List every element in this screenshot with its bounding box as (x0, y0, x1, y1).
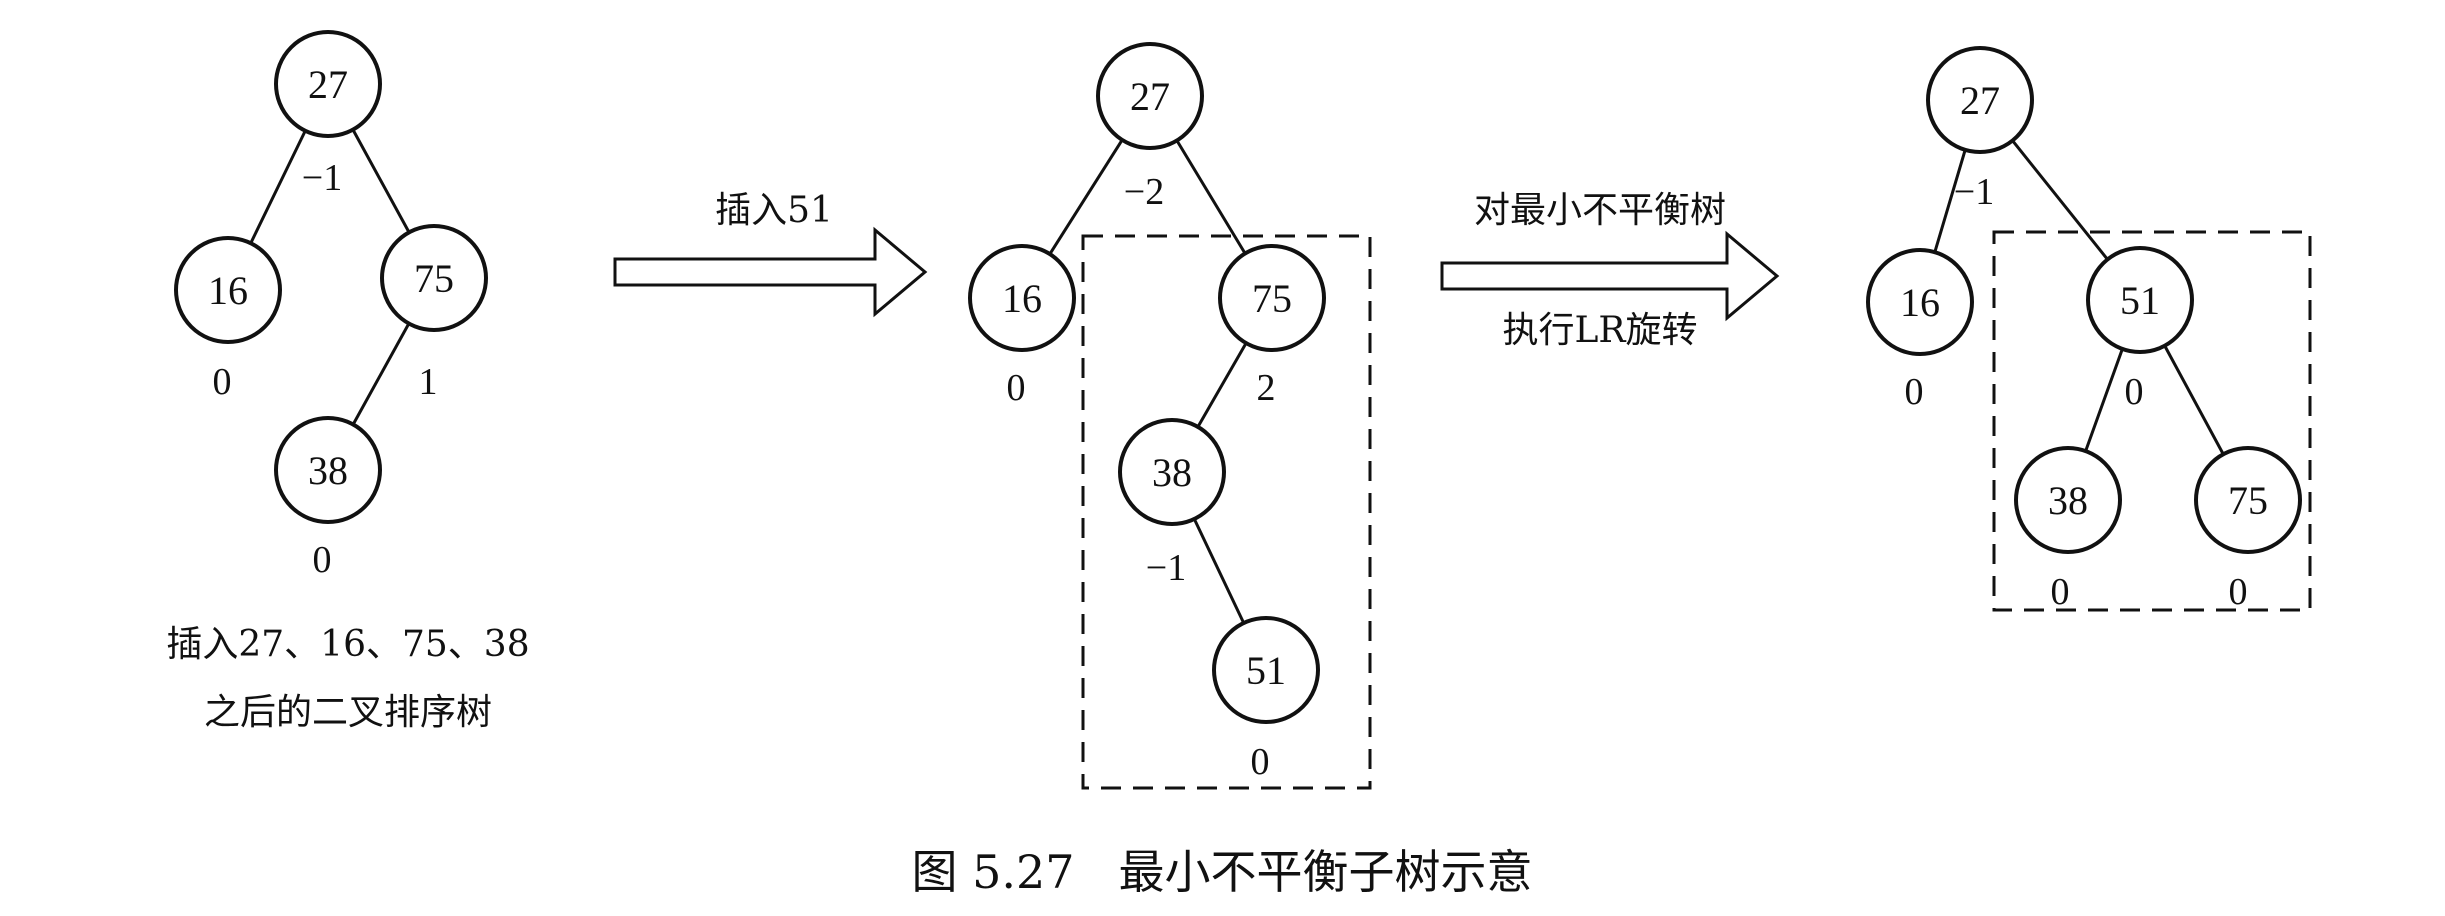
arrow-insert-label-line-1: 插入51 (715, 190, 833, 231)
tree-before-balance-factor-27: −1 (302, 157, 342, 199)
node-circle (174, 236, 282, 344)
tree-before-edge-n75-n38 (351, 322, 411, 426)
tree-inserted-min-unbalanced-subtree-box (1081, 234, 1372, 790)
tree-rotated-balance-factor-75: 0 (2229, 571, 2248, 613)
tree-before-node-38: 38 (274, 416, 382, 524)
tree-before-balance-factor-75: 1 (419, 361, 438, 403)
tree-before-balance-factor-16: 0 (213, 361, 232, 403)
node-key-label: 75 (1252, 276, 1292, 321)
node-circle (1212, 616, 1320, 724)
tree-rotated-edge-n51-n75 (2163, 345, 2225, 455)
tree-before-caption-line-2: 之后的二叉排序树 (204, 692, 492, 733)
tree-inserted-edge-n27-n16 (1048, 139, 1124, 255)
node-circle (2014, 446, 2122, 554)
node-key-label: 27 (1130, 74, 1170, 119)
node-key-label: 16 (1900, 280, 1940, 325)
tree-rotated-balance-factor-27: −1 (1954, 171, 1994, 213)
tree-inserted-edge-n75-n38 (1196, 342, 1248, 428)
figure-caption: 图 5.27 最小不平衡子树示意 (912, 845, 1533, 899)
tree-rotated-node-27: 27 (1926, 46, 2034, 154)
tree-inserted-balance-factor-38: −1 (1146, 547, 1186, 589)
node-circle (274, 30, 382, 138)
tree-before-node-27: 27 (274, 30, 382, 138)
node-key-label: 38 (1152, 450, 1192, 495)
tree-before-node-75: 75 (380, 224, 488, 332)
tree-rotated-edge-n27-n16 (1933, 149, 1967, 253)
subtree-highlight-layer (1081, 230, 2312, 790)
tree-rotated-min-unbalanced-subtree-box (1992, 230, 2312, 612)
node-key-label: 16 (208, 268, 248, 313)
tree-before-edge-n27-n75 (351, 128, 411, 234)
tree-rotated-balance-factor-16: 0 (1905, 371, 1924, 413)
node-circle (1866, 248, 1974, 356)
node-circle (2086, 246, 2194, 354)
node-key-label: 38 (308, 448, 348, 493)
node-circle (968, 244, 1076, 352)
node-circle (2194, 446, 2302, 554)
node-key-label: 27 (308, 62, 348, 107)
node-key-label: 51 (2120, 278, 2160, 323)
arrow-layer (613, 226, 1780, 322)
tree-inserted-node-38: 38 (1118, 418, 1226, 526)
tree-rotated-node-38: 38 (2014, 446, 2122, 554)
tree-before-edge-n27-n16 (249, 130, 307, 244)
node-circle (1118, 418, 1226, 526)
tree-inserted-balance-factor-51: 0 (1251, 741, 1270, 783)
tree-inserted-node-51: 51 (1212, 616, 1320, 724)
node-circle (380, 224, 488, 332)
tree-inserted-balance-factor-75: 2 (1257, 367, 1276, 409)
node-circle (1096, 42, 1204, 150)
node-key-label: 51 (1246, 648, 1286, 693)
tree-rotated-edge-n51-n38 (2084, 348, 2124, 452)
tree-inserted-node-75: 75 (1218, 244, 1326, 352)
node-key-label: 75 (2228, 478, 2268, 523)
tree-inserted-balance-factor-16: 0 (1007, 367, 1026, 409)
node-circle (1218, 244, 1326, 352)
node-circle (1926, 46, 2034, 154)
tree-rotated-node-75: 75 (2194, 446, 2302, 554)
tree-rotated-edge-n27-n51 (2011, 139, 2109, 261)
tree-inserted-balance-factor-27: −2 (1124, 171, 1164, 213)
node-layer: 27 16 75 38 27 16 75 38 51 27 16 51 38 75 (174, 30, 2302, 724)
tree-rotated-balance-factor-51: 0 (2125, 371, 2144, 413)
tree-inserted-edge-n27-n75 (1175, 139, 1247, 255)
node-circle (274, 416, 382, 524)
node-key-label: 27 (1960, 78, 2000, 123)
tree-before-caption-line-1: 插入27、16、75、38 (166, 624, 529, 665)
tree-inserted-node-27: 27 (1096, 42, 1204, 150)
edge-layer (249, 128, 2225, 624)
tree-rotated-node-16: 16 (1866, 248, 1974, 356)
arrow-insert-shape (613, 226, 928, 318)
arrow-rotate-shape (1440, 230, 1780, 322)
arrow-rotate-label-line-2: 执行LR旋转 (1502, 310, 1697, 351)
tree-rotated-node-51: 51 (2086, 246, 2194, 354)
tree-before-node-16: 16 (174, 236, 282, 344)
node-key-label: 75 (414, 256, 454, 301)
tree-before-balance-factor-38: 0 (313, 539, 332, 581)
node-key-label: 16 (1002, 276, 1042, 321)
label-layer: −1 0 1 0 插入27、16、75、38 之后的二叉排序树 −2 0 2 −1 0 −1 0 0 0 0 插… (166, 157, 2247, 899)
tree-inserted-node-16: 16 (968, 244, 1076, 352)
arrow-rotate-label-line-1: 对最小不平衡树 (1474, 190, 1726, 231)
tree-rotated-balance-factor-38: 0 (2051, 571, 2070, 613)
node-key-label: 38 (2048, 478, 2088, 523)
tree-inserted-edge-n38-n51 (1192, 518, 1246, 624)
